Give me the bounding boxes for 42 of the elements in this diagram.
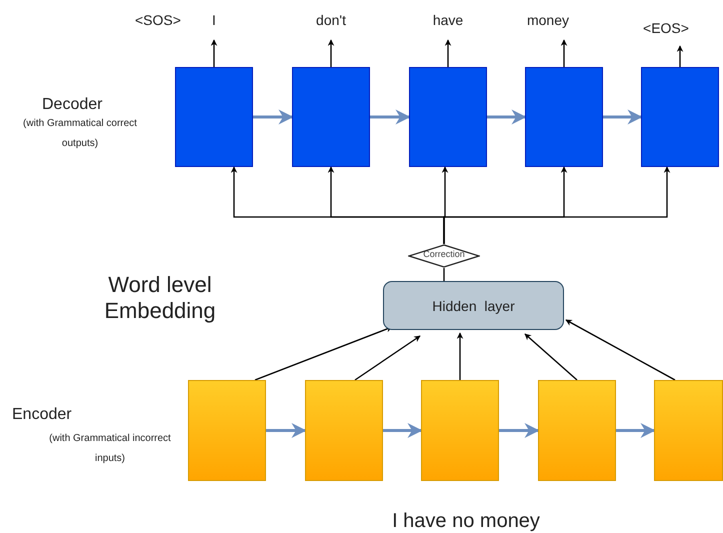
arrow bbox=[383, 423, 422, 438]
decoder-cell bbox=[175, 67, 253, 167]
arrow bbox=[603, 110, 642, 124]
arrow bbox=[266, 423, 306, 438]
arrow bbox=[456, 332, 464, 380]
output-word: don't bbox=[311, 12, 351, 30]
arrow bbox=[443, 166, 670, 244]
decoder-cell bbox=[641, 67, 719, 167]
encoder-cell bbox=[538, 380, 616, 481]
arrow bbox=[676, 45, 684, 67]
section-note: (with Grammatical correct outputs) bbox=[22, 117, 138, 151]
hidden-layer-box: Hidden layer bbox=[383, 281, 564, 330]
decision-diamond: Correction bbox=[408, 244, 480, 268]
arrow bbox=[370, 110, 410, 124]
arrow bbox=[487, 110, 526, 124]
encoder-cell bbox=[654, 380, 723, 481]
output-word: have bbox=[428, 12, 468, 30]
section-label: Decoder bbox=[42, 96, 102, 114]
output-word: <EOS> bbox=[639, 20, 693, 38]
arrow bbox=[524, 334, 578, 380]
encoder-cell bbox=[188, 380, 266, 481]
section-label: Encoder bbox=[12, 406, 72, 424]
output-word: I bbox=[200, 12, 228, 30]
arrow bbox=[565, 319, 676, 381]
arrow bbox=[499, 423, 540, 438]
start-token: <SOS> bbox=[135, 12, 181, 28]
output-word: money bbox=[524, 12, 572, 30]
arrow bbox=[328, 39, 334, 67]
decoder-cell bbox=[292, 67, 370, 167]
input-sentence: I have no money bbox=[391, 510, 541, 533]
arrow bbox=[560, 39, 568, 67]
arrow bbox=[444, 39, 452, 67]
arrow bbox=[253, 110, 294, 124]
arrow bbox=[210, 39, 218, 67]
section-heading: Word level Embedding bbox=[103, 272, 217, 324]
arrow bbox=[616, 423, 656, 438]
encoder-cell bbox=[305, 380, 383, 481]
arrow bbox=[354, 335, 421, 381]
decoder-cell bbox=[525, 67, 603, 167]
section-note: (with Grammatical incorrect inputs) bbox=[48, 432, 172, 466]
decoder-cell bbox=[409, 67, 487, 167]
encoder-cell bbox=[421, 380, 499, 481]
